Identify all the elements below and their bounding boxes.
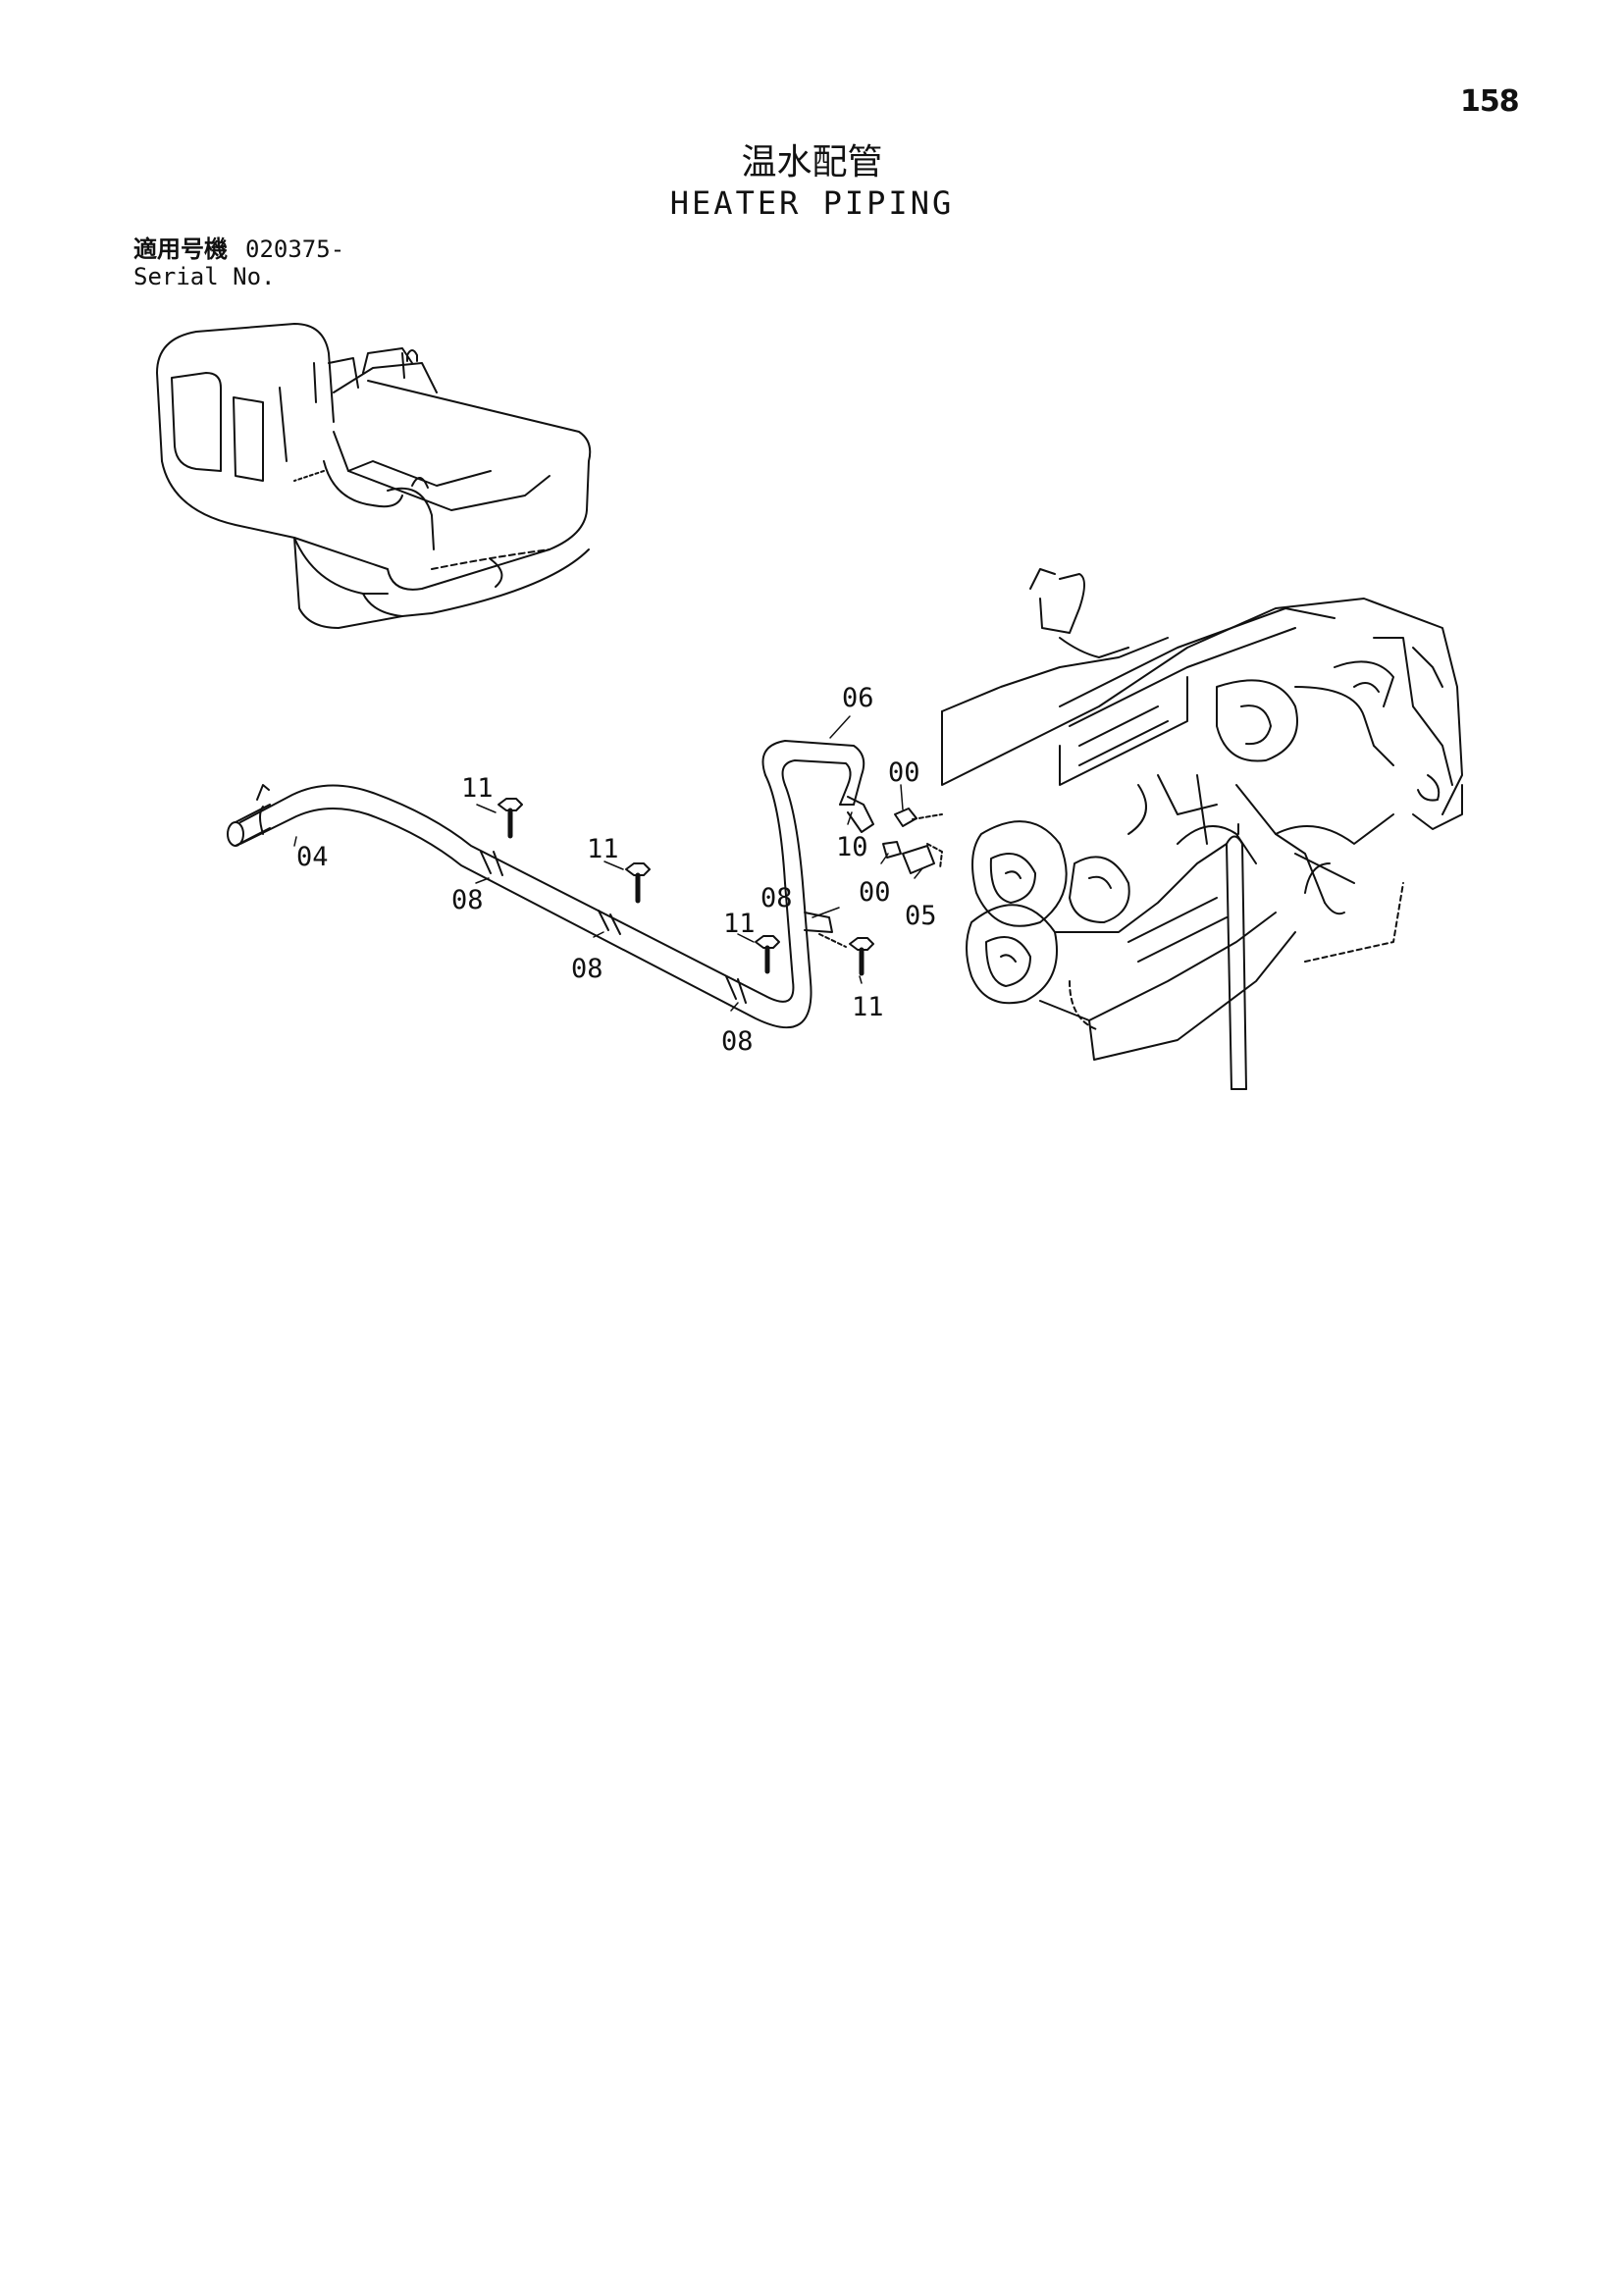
serial-number-block: 適用号機 020375- Serial No. — [133, 235, 344, 290]
callout-08: 08 — [571, 954, 603, 984]
callout-04: 04 — [296, 842, 329, 872]
excavator-key-illustration — [156, 323, 592, 629]
callout-00: 00 — [888, 757, 920, 788]
callout-00: 00 — [859, 877, 891, 908]
page-title: HEATER PIPING — [669, 184, 955, 222]
callout-08: 08 — [721, 1026, 754, 1057]
callout-08: 08 — [760, 883, 793, 913]
callout-08: 08 — [451, 885, 484, 915]
callout-10: 10 — [836, 832, 868, 862]
serial-label-japanese: 適用号機 — [133, 235, 228, 263]
callout-05: 05 — [905, 901, 937, 931]
callout-11: 11 — [461, 773, 494, 804]
callout-11: 11 — [587, 834, 619, 864]
callout-11: 11 — [852, 992, 884, 1022]
heater-pipe-assembly — [227, 740, 943, 1029]
callout-11: 11 — [723, 909, 756, 939]
callout-leaders — [293, 715, 923, 1012]
engine-illustration — [941, 568, 1463, 1090]
page-number: 158 — [1460, 84, 1520, 119]
callout-06: 06 — [842, 683, 874, 713]
serial-label: Serial No. — [133, 263, 276, 290]
page-title-japanese: 温水配管 — [741, 142, 883, 183]
serial-number: 020375- — [245, 235, 345, 263]
